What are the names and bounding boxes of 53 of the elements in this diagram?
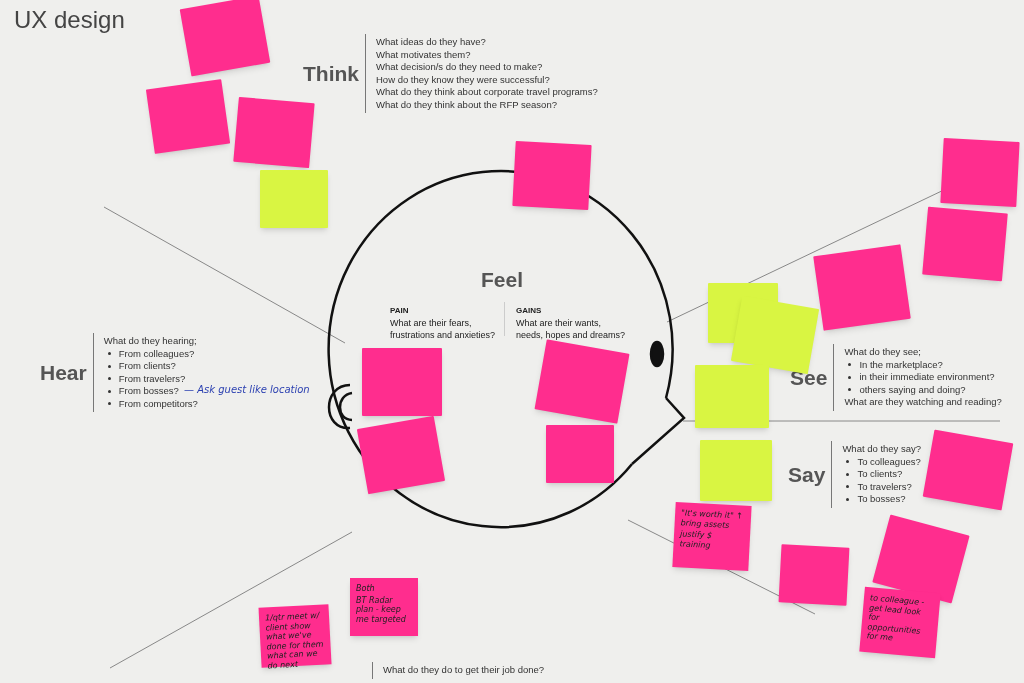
- sticky-note: [258, 604, 332, 668]
- handwritten-text: BT Radar plan - keep me targeted: [356, 595, 407, 624]
- sticky-note: [350, 578, 418, 636]
- header-title: UX design: [14, 5, 125, 35]
- sticky-note: [672, 502, 752, 571]
- question-text: To bosses?: [857, 493, 906, 506]
- handwritten-note: — Ask guest like location: [184, 384, 310, 395]
- handwritten-text: 1/qtr meet w/ client show what we've done for them what can we do next: [264, 610, 325, 671]
- question-text: What do they think about corporate travel programs?: [376, 86, 598, 99]
- sticky-note: [859, 586, 941, 658]
- question-text: What are their wants, needs, hopes and dreams?: [516, 317, 627, 341]
- sticky-note: [778, 544, 850, 606]
- question-text: What are they watching and reading?: [844, 396, 1002, 409]
- question-text: In the marketplace?: [859, 358, 943, 371]
- question-text: From colleagues?: [118, 347, 195, 360]
- question-text: To clients?: [857, 468, 903, 481]
- section-heading: Say: [788, 461, 826, 488]
- section-heading: Think: [303, 60, 359, 87]
- question-text: in their immediate environment?: [859, 371, 995, 384]
- question-text: What ideas do they have?: [376, 36, 486, 49]
- handwritten-text: justify $ training: [679, 529, 714, 552]
- sticky-note: [922, 206, 1008, 282]
- column-heading: GAINS: [516, 305, 543, 317]
- sticky-note: [512, 141, 592, 210]
- question-text: To colleagues?: [857, 455, 921, 468]
- sticky-note: [233, 96, 315, 168]
- section-heading: Hear: [40, 359, 87, 386]
- section-heading: Feel: [481, 267, 524, 293]
- sticky-note: [695, 365, 769, 428]
- question-text: From bosses?: [118, 385, 179, 398]
- question-text: What do they see;: [844, 346, 921, 359]
- question-text: To travelers?: [857, 480, 912, 493]
- sticky-note: [700, 440, 772, 502]
- question-text: What are their fears, frustrations and anxieties?: [390, 317, 497, 341]
- question-text: From travelers?: [118, 372, 186, 385]
- question-text: What motivates them?: [376, 48, 471, 61]
- question-text: What decision/s do they need to make?: [376, 61, 543, 74]
- question-text: What do they think about the RFP season?: [376, 98, 557, 111]
- sticky-note: [546, 425, 614, 483]
- sticky-note: [940, 138, 1020, 207]
- handwritten-text: to colleague - get lead look for opportunities for me: [866, 593, 926, 645]
- question-text: From clients?: [118, 360, 176, 373]
- sticky-note: [362, 348, 442, 416]
- question-text: What do they hearing;: [103, 335, 197, 348]
- section-heading: See: [790, 364, 828, 391]
- question-text: From competitors?: [118, 397, 198, 410]
- column-heading: PAIN: [390, 305, 410, 317]
- sticky-note: [260, 170, 328, 228]
- handwritten-text: Both: [356, 584, 376, 594]
- handwritten-text: "It's worth it" ↑ bring assets: [680, 508, 745, 530]
- question-text: How do they know they were successful?: [376, 73, 550, 86]
- question-text: What do they do to get their job done?: [383, 664, 545, 677]
- question-text: others saying and doing?: [859, 383, 966, 396]
